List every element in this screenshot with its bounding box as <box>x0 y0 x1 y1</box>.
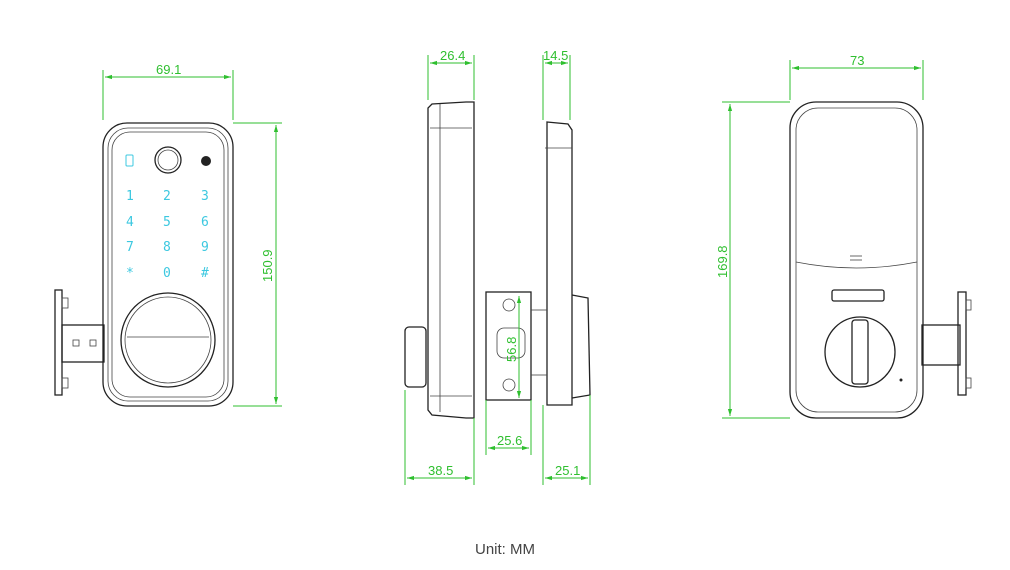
dim-front-height: 150.9 <box>260 249 275 282</box>
dim-back-depth: 14.5 <box>543 48 568 63</box>
dim-backset: 56.8 <box>504 337 519 362</box>
key-8: 8 <box>163 240 171 255</box>
dim-back-height: 169.8 <box>715 245 730 278</box>
lock-icon <box>125 154 134 167</box>
camera-icon <box>201 156 211 166</box>
dim-front-total: 38.5 <box>428 463 453 478</box>
deadbolt-back <box>921 291 972 396</box>
key-hash: # <box>201 266 209 281</box>
key-5: 5 <box>163 215 171 230</box>
deadbolt-front <box>54 289 105 396</box>
back-view: 73 169.8 <box>715 53 972 419</box>
key-7: 7 <box>126 240 134 255</box>
unit-caption: Unit: MM <box>475 541 535 558</box>
dim-front-width: 69.1 <box>156 62 181 77</box>
dim-back-width: 73 <box>850 53 864 68</box>
key-star: * <box>126 266 134 281</box>
deadbolt-thumbturn-side <box>404 326 427 388</box>
key-0: 0 <box>163 266 171 281</box>
fingerprint-sensor <box>154 146 182 174</box>
thumb-knob-front <box>120 292 216 388</box>
dim-latch-width: 25.6 <box>497 433 522 448</box>
keypad: 1 2 3 4 5 6 7 8 9 * 0 # <box>126 189 209 281</box>
dim-front-depth: 26.4 <box>440 48 465 63</box>
key-1: 1 <box>126 189 134 204</box>
key-2: 2 <box>163 189 171 204</box>
latch-faceplate <box>485 291 532 401</box>
battery-cover-latch <box>831 289 885 302</box>
key-9: 9 <box>201 240 209 255</box>
side-view: 26.4 14.5 56.8 25.6 38.5 25.1 <box>404 48 591 485</box>
dim-back-total: 25.1 <box>555 463 580 478</box>
key-6: 6 <box>201 215 209 230</box>
key-4: 4 <box>126 215 134 230</box>
key-3: 3 <box>201 189 209 204</box>
thumb-turn-back <box>824 316 896 388</box>
front-view: 1 2 3 4 5 6 7 8 9 * 0 # 69.1 150.9 <box>54 62 282 407</box>
